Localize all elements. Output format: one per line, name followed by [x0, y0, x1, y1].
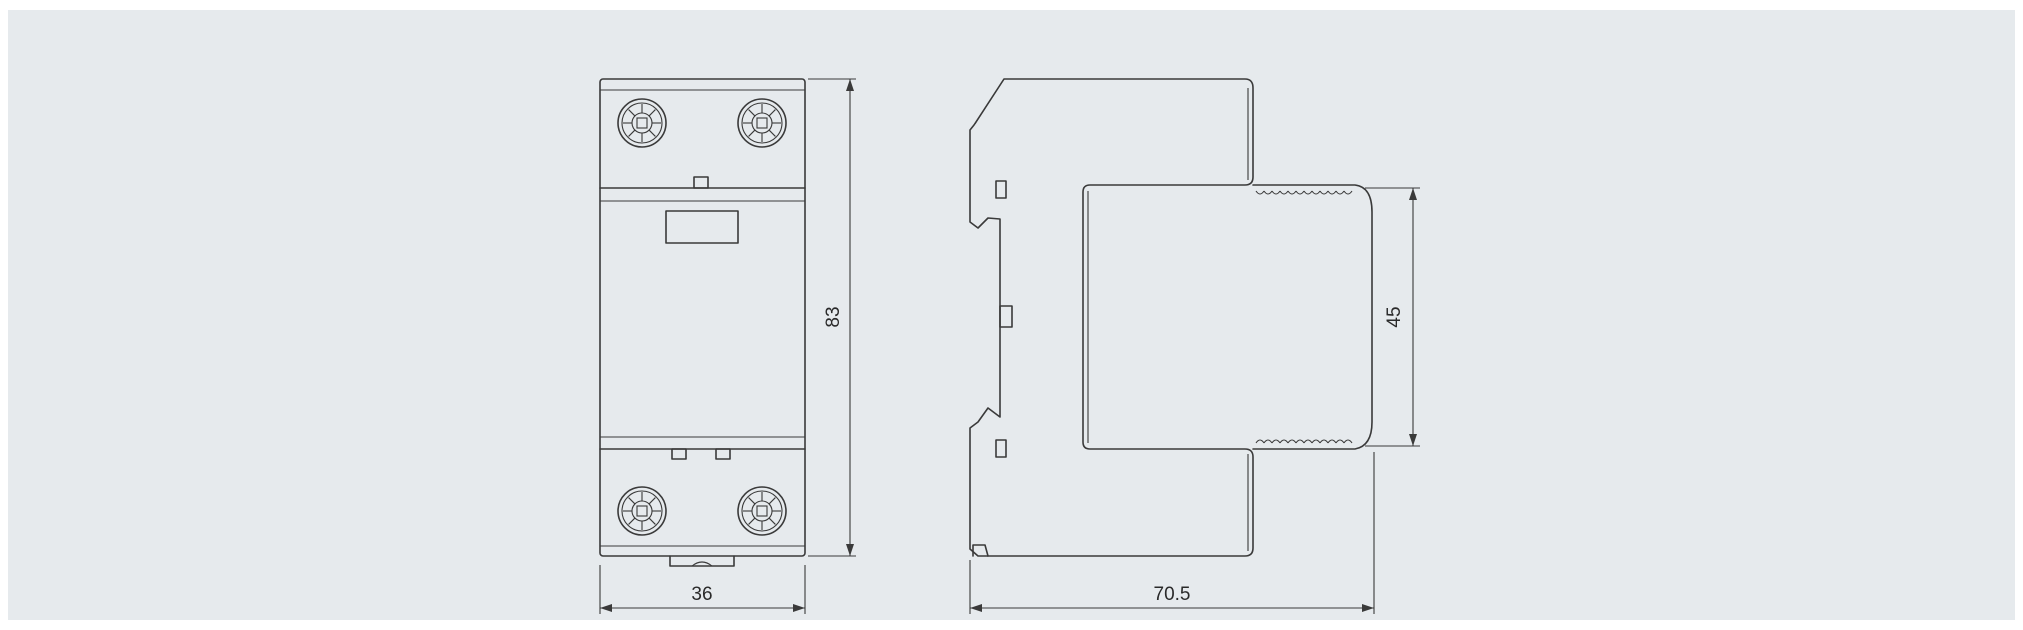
terminal-screw: [617, 486, 667, 536]
dimension-depth-side: 70.5: [969, 452, 1375, 614]
dimension-width-front: 36: [599, 565, 806, 614]
front-lower-clip-right: [715, 448, 731, 460]
side-lower-slot: [995, 439, 1007, 458]
status-window: [665, 210, 739, 244]
terminal-screw: [617, 98, 667, 148]
dim-label-83: 83: [823, 306, 844, 327]
front-lower-clip-left: [671, 448, 687, 460]
front-upper-clip: [693, 176, 709, 189]
terminal-screw: [737, 98, 787, 148]
dim-label-36: 36: [691, 584, 712, 605]
terminal-screws: [617, 98, 787, 536]
din-clip-tab: [669, 555, 735, 567]
dim-label-45: 45: [1384, 306, 1405, 327]
dim-label-70-5: 70.5: [1154, 584, 1191, 605]
terminal-screw: [737, 486, 787, 536]
plug-module-ribs-bottom: [1255, 439, 1353, 444]
plug-module-outline: [1252, 184, 1373, 450]
side-upper-slot: [995, 180, 1007, 199]
side-mid-tab: [999, 305, 1013, 328]
plug-module-ribs-top: [1255, 190, 1353, 195]
front-body-outline: [599, 78, 806, 557]
side-top-chamfer: [974, 78, 1005, 125]
side-foot-latch: [972, 544, 989, 557]
front-view: [599, 78, 806, 567]
din-clip-notch: [691, 561, 713, 567]
side-view: [969, 78, 1373, 557]
dimension-module-height: 45: [1365, 187, 1420, 447]
side-body-outline: [969, 78, 1254, 557]
dimension-height-front: 83: [808, 78, 856, 557]
